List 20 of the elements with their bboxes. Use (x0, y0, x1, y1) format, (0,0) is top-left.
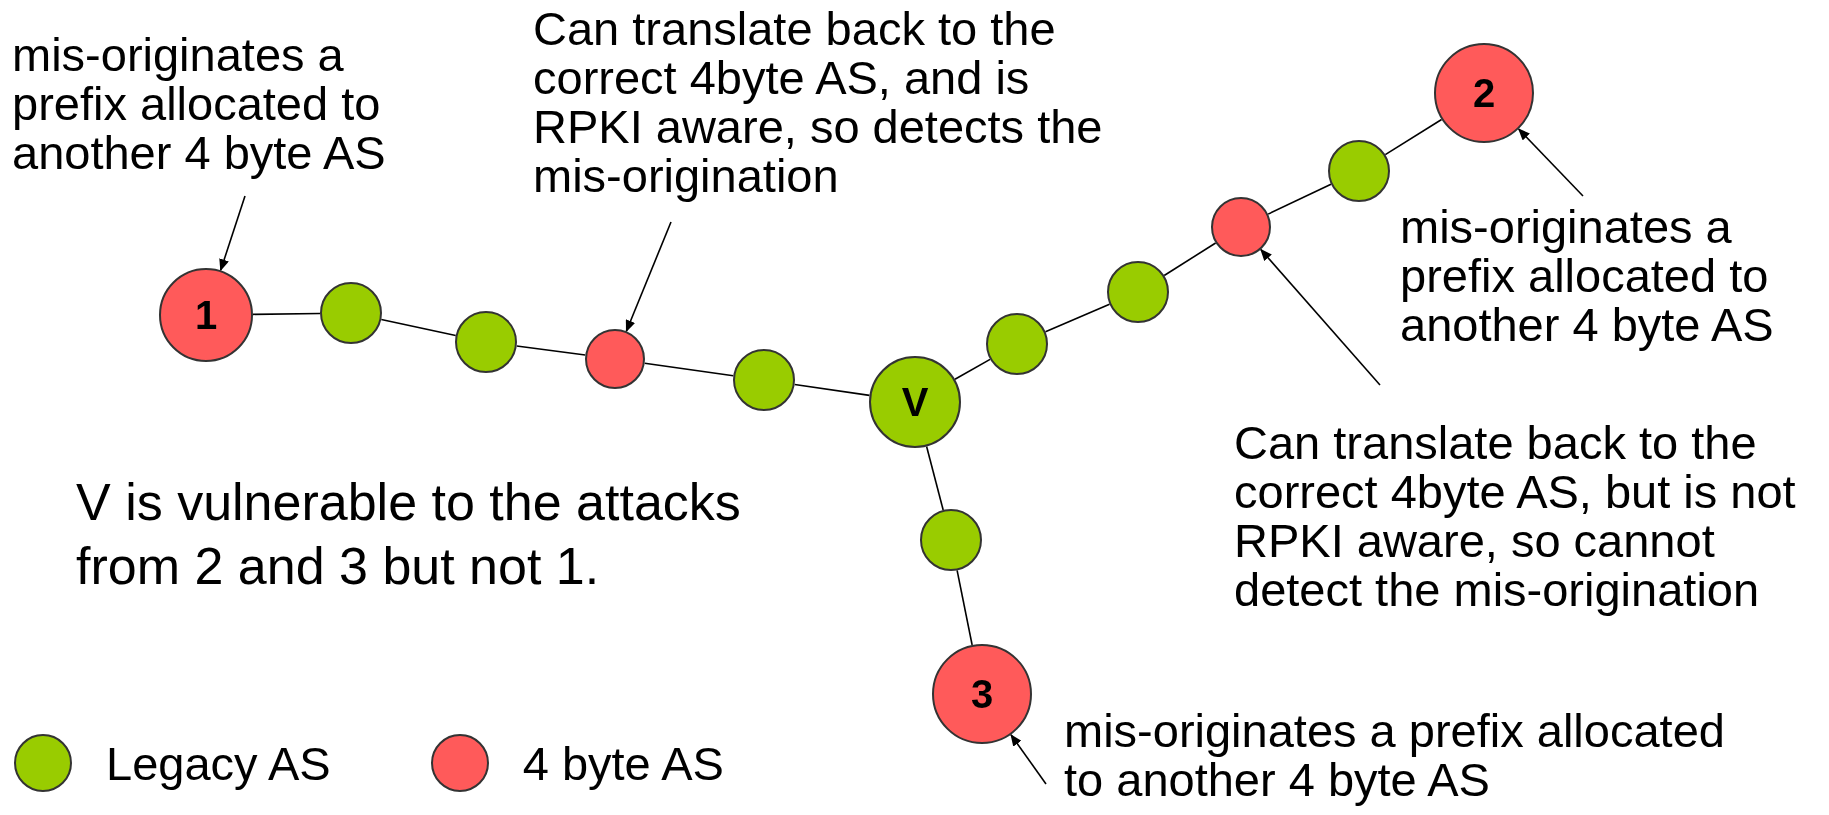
annotation-text: mis-originates a prefix allocated to another 4 byte AS (1064, 706, 1726, 804)
annotation-text: Can translate back to the correct 4byte AS, but is not RPKI aware, so cannot detect the mis-origination (1234, 418, 1797, 614)
node-label: V (901, 382, 929, 422)
annotation-text: mis-originates a prefix allocated to another 4 byte AS (1400, 202, 1775, 349)
node-label: 1 (194, 295, 218, 335)
link-line (1384, 118, 1443, 156)
summary-note: V is vulnerable to the attacks from 2 and 3 but not 1. (76, 472, 742, 597)
leader-arrow (1517, 128, 1584, 197)
node-label: 2 (1472, 73, 1496, 113)
node-label: 3 (970, 674, 994, 714)
annotation-text: Can translate back to the correct 4byte AS, and is RPKI aware, so detects the mis-origination (533, 4, 1104, 200)
leader-arrow (1260, 248, 1381, 386)
legend-label: 4 byte AS (522, 738, 724, 788)
link-line (1163, 242, 1217, 277)
leader-arrow (1010, 733, 1047, 785)
annotation-text: mis-originates a prefix allocated to another 4 byte AS (12, 30, 387, 177)
link-line (954, 358, 991, 381)
link-line (252, 312, 321, 316)
link-line (956, 569, 973, 646)
legend-label: Legacy AS (106, 738, 331, 788)
